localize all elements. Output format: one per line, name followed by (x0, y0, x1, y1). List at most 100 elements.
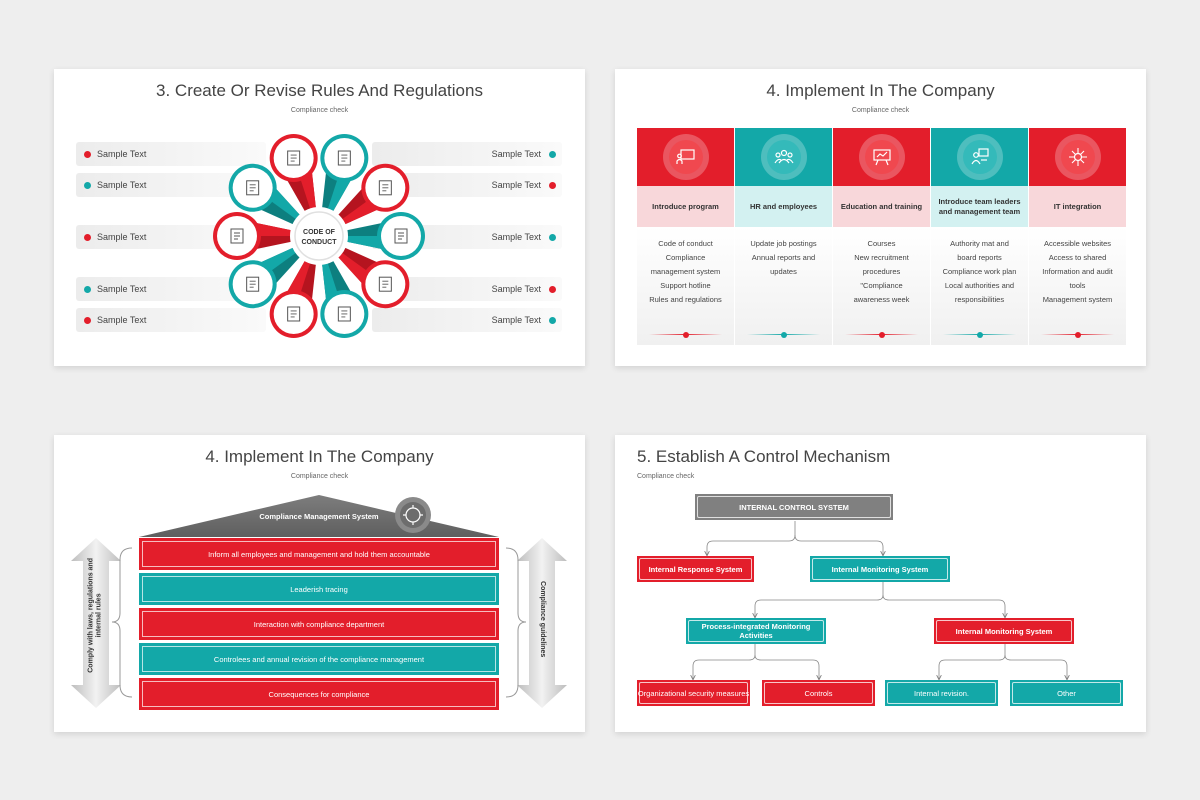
petal-glyph-lines (249, 184, 256, 192)
item-label: Sample Text (97, 232, 147, 242)
list-item: awareness week (853, 295, 910, 304)
node-internal-revision: Internal revision. (885, 680, 998, 706)
list-item: Support hotline (660, 281, 711, 290)
list-item: management system (650, 267, 721, 276)
list-item: updates (770, 267, 797, 276)
petal-glyph-lines (290, 154, 297, 162)
list-item: Annual reports and (751, 253, 816, 262)
slide-title: 4. Implement In The Company (205, 447, 434, 466)
bullet-dot (549, 181, 556, 189)
petal-glyph (246, 180, 260, 196)
list-item: Update job postings (750, 239, 817, 248)
node-org-security: Organizational security measures (637, 680, 750, 706)
bar-label: Inform all employees and management and … (208, 549, 430, 559)
bullet-dot (84, 285, 91, 293)
list-item: Courses (867, 239, 896, 248)
list-item: board reports (957, 253, 1002, 262)
item-label: Sample Text (491, 180, 541, 190)
list-item: "Compliance (860, 281, 903, 290)
column-it-integration: IT integration Accessible websites Acces… (1029, 128, 1126, 345)
slide-subtitle: Compliance check (290, 473, 349, 480)
column-body: Authority mat and board reports Complian… (931, 227, 1028, 345)
right-arrow-label: Compliance guidelines (539, 581, 547, 658)
column-body: Update job postings Annual reports and u… (735, 227, 832, 345)
petal-glyph-lines (382, 280, 389, 288)
slide-title: 5. Establish A Control Mechanism (637, 447, 891, 466)
node-internal-monitoring: Internal Monitoring System (810, 556, 950, 582)
node-internal-response: Internal Response System (637, 556, 754, 582)
leader-icon (962, 140, 997, 174)
slide-implement-columns[interactable]: 4. Implement In The Company Compliance c… (615, 69, 1146, 366)
list-item: Access to shared (1048, 253, 1107, 262)
marker-dot (976, 332, 983, 338)
code-of-conduct-flower: CODE OF CONDUCT (213, 134, 425, 338)
item-label: Sample Text (97, 315, 147, 325)
left-item: Sample Text (76, 142, 266, 166)
right-double-arrow (517, 538, 567, 708)
column-label: Education and training (833, 186, 930, 227)
center-circle (294, 211, 344, 261)
list-item: Code of conduct (658, 239, 713, 248)
column-body: Code of conduct Compliance management sy… (637, 227, 734, 345)
petal-glyph-lines (234, 232, 240, 240)
bar-label: Consequences for compliance (268, 689, 370, 699)
node-label: Internal Monitoring System (955, 626, 1053, 636)
bullet-dot (549, 316, 556, 324)
petal-glyph-lines (398, 232, 404, 240)
list-item: New recruitment (854, 253, 909, 262)
petal-glyph (287, 306, 301, 322)
root-node: INTERNAL CONTROL SYSTEM (695, 494, 893, 520)
center-label: CONDUCT (302, 239, 338, 246)
petal-glyph (378, 180, 392, 196)
petal-glyph-lines (290, 310, 297, 318)
slide-control-mechanism[interactable]: 5. Establish A Control Mechanism Complia… (615, 435, 1146, 732)
slide-subtitle: Compliance check (851, 107, 910, 114)
bullet-dot (549, 233, 556, 241)
petal-glyph-lines (341, 310, 348, 318)
marker-dot (1074, 332, 1081, 338)
roof-label: Compliance Management System (259, 512, 379, 521)
column-header (1029, 128, 1126, 186)
column-header (637, 128, 734, 186)
list-item: responsibilities (954, 295, 1005, 304)
petal-glyph-lines (249, 280, 256, 288)
petal-glyph (230, 228, 244, 244)
slide-compliance-house[interactable]: 4. Implement In The Company Compliance c… (54, 435, 585, 732)
petal-glyph (394, 228, 408, 244)
marker-dot (780, 332, 787, 338)
gear-icon (400, 502, 426, 528)
right-brace (505, 547, 527, 698)
circuit-icon (1060, 140, 1095, 174)
right-item: Sample Text (372, 308, 562, 332)
node-label: Organizational security measures (637, 688, 750, 698)
column-label: HR and employees (735, 186, 832, 227)
marker-dot (682, 332, 689, 338)
bar-row: Consequences for compliance (139, 678, 499, 710)
item-label: Sample Text (491, 315, 541, 325)
bar-row: Inform all employees and management and … (139, 538, 499, 570)
bullet-dot (84, 316, 91, 324)
bar-label: Controlees and annual revision of the co… (213, 654, 425, 664)
node-label: Internal Response System (648, 564, 743, 574)
column-label: Introduce team leaders and management te… (931, 186, 1028, 227)
petal-glyph (378, 276, 392, 292)
left-item: Sample Text (76, 308, 266, 332)
column-body: Courses New recruitment procedures "Comp… (833, 227, 930, 345)
team-icon (766, 140, 801, 174)
bullet-dot (549, 150, 556, 158)
node-label: INTERNAL CONTROL SYSTEM (739, 502, 849, 512)
bullet-dot (84, 233, 91, 241)
petal-glyph (337, 306, 351, 322)
list-item: Information and audit (1042, 267, 1113, 276)
petal-glyph (287, 150, 301, 166)
slide-title: 3. Create Or Revise Rules And Regulation… (156, 81, 483, 100)
node-label: Controls (804, 688, 833, 698)
center-label: CODE OF (303, 229, 336, 236)
list-item: procedures (862, 267, 901, 276)
petal-glyph (246, 276, 260, 292)
list-item: Management system (1042, 295, 1113, 304)
column-header (833, 128, 930, 186)
list-item: Authority mat and (950, 239, 1009, 248)
slide-rules-regulations[interactable]: 3. Create Or Revise Rules And Regulation… (54, 69, 585, 366)
slide-subtitle: Compliance check (637, 473, 695, 480)
